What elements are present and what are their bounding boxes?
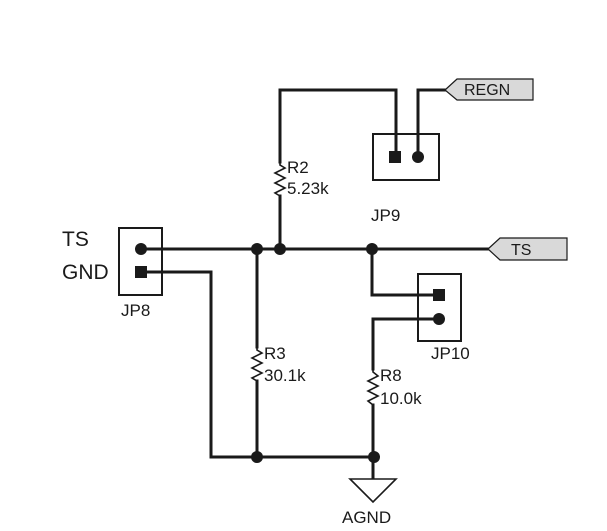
connector-jp10 [416, 273, 462, 342]
jp9-pin-square [389, 151, 401, 163]
jp10-body [417, 273, 462, 342]
junction-r3-bottom [251, 451, 263, 463]
r8-ref-label: R8 [380, 366, 402, 385]
r2-value-label: 5.23k [287, 179, 329, 198]
net-flag-regn: REGN [444, 78, 534, 101]
r2-ref-label: R2 [287, 158, 309, 177]
agnd-triangle [348, 478, 398, 504]
agnd-label: AGND [342, 508, 391, 527]
ts-pin-label: TS [62, 228, 89, 251]
junction-jp10-tap [366, 243, 378, 255]
jp9-body [372, 133, 440, 181]
jp9-pin-round [412, 151, 424, 163]
ts-flag-label: TS [511, 242, 531, 259]
junctions [251, 243, 380, 463]
jp10-pin-square [433, 289, 445, 301]
jp8-label: JP8 [121, 301, 150, 320]
jp10-label: JP10 [431, 344, 470, 363]
jp9-label: JP9 [371, 206, 400, 225]
jp10-pin-round [433, 313, 445, 325]
connector-jp8 [118, 227, 164, 296]
junction-agnd [368, 451, 380, 463]
jp8-body [118, 227, 163, 296]
resistor-r3 [250, 347, 264, 382]
wire-gnd [139, 270, 376, 459]
resistor-r8 [366, 369, 380, 406]
junction-r2-bottom [274, 243, 286, 255]
regn-flag-label: REGN [464, 82, 510, 99]
regn-flag-shape [444, 78, 534, 101]
r8-value-label: 10.0k [380, 389, 422, 408]
net-flag-ts: TS [487, 237, 568, 261]
wires [139, 88, 494, 480]
r3-value-label: 30.1k [264, 366, 306, 385]
resistor-r2 [273, 162, 287, 197]
agnd-symbol: AGND [342, 478, 398, 527]
ts-flag-shape [487, 237, 568, 261]
connector-jp9 [372, 88, 440, 181]
r3-ref-label: R3 [264, 344, 286, 363]
junction-r3-top [251, 243, 263, 255]
gnd-pin-label: GND [62, 261, 109, 284]
